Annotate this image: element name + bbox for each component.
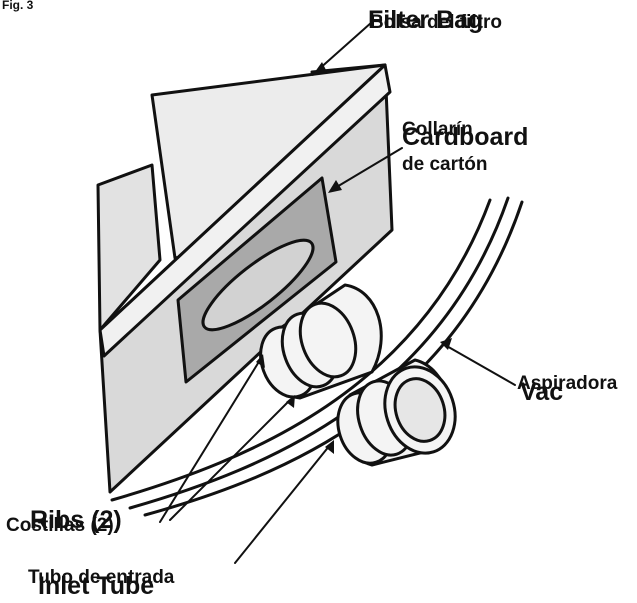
arrow-heads: [256, 62, 452, 454]
ribs-label-es: Costillas (2): [6, 515, 114, 536]
cardboard-label-en: Cardboard: [402, 123, 529, 151]
filter-bag-label-es: Bolsa del filtro: [370, 12, 502, 33]
inlet-label-en: Inlet Tube: [38, 572, 155, 600]
cardboard-label-es-1: Collarín: [402, 119, 473, 140]
leader-lines: [159, 21, 516, 564]
filter-bag-front-face: [98, 63, 392, 358]
filter-bag-label-en: Filter Bag: [368, 6, 484, 34]
collar-opening: [201, 238, 315, 332]
vac-label-es: Aspiradora: [517, 373, 618, 394]
vac-label-en: Vac: [520, 378, 564, 406]
cardboard-label-es-2: de cartón: [402, 154, 488, 175]
figure-label: Fig. 3: [2, 0, 34, 12]
inlet-tube: [336, 358, 457, 467]
inlet-label-es: Tubo de entrada: [28, 567, 175, 588]
collar-tube: [259, 283, 383, 400]
ribs-label-en: Ribs (2): [30, 506, 122, 534]
filter-bag-left-flap: [96, 163, 162, 332]
